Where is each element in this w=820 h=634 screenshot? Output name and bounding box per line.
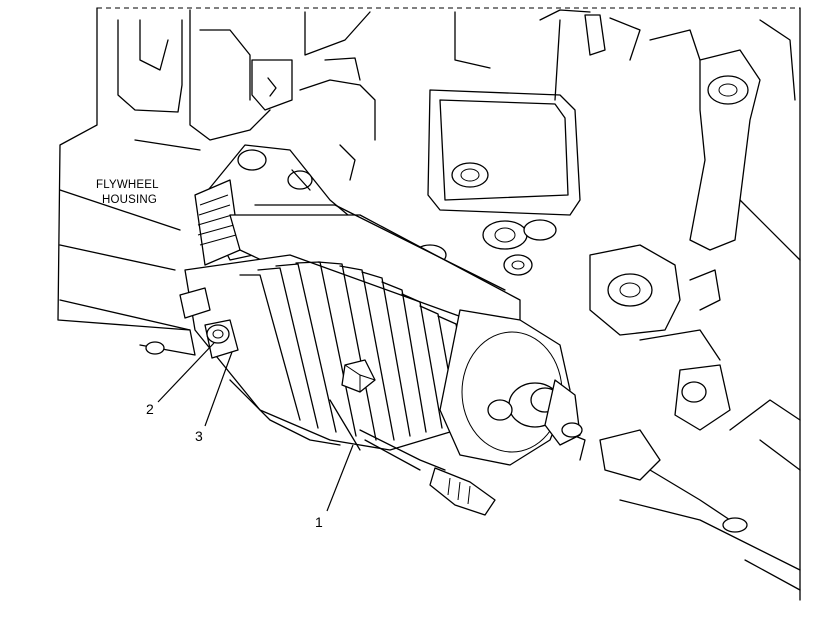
leader-line-3 bbox=[204, 351, 233, 427]
cooling-fins bbox=[239, 261, 475, 441]
callout-1: 1 bbox=[315, 514, 323, 530]
callout-3: 3 bbox=[195, 428, 203, 444]
flywheel-housing-label-line2: HOUSING bbox=[102, 194, 157, 206]
leader-lines bbox=[157, 342, 354, 512]
leader-line-1 bbox=[326, 444, 354, 512]
flywheel-housing-label-line1: FLYWHEEL bbox=[96, 179, 159, 191]
engine-block bbox=[57, 7, 801, 601]
callout-2: 2 bbox=[146, 401, 154, 417]
leader-line-2 bbox=[157, 342, 215, 403]
starter-motor bbox=[179, 144, 583, 516]
